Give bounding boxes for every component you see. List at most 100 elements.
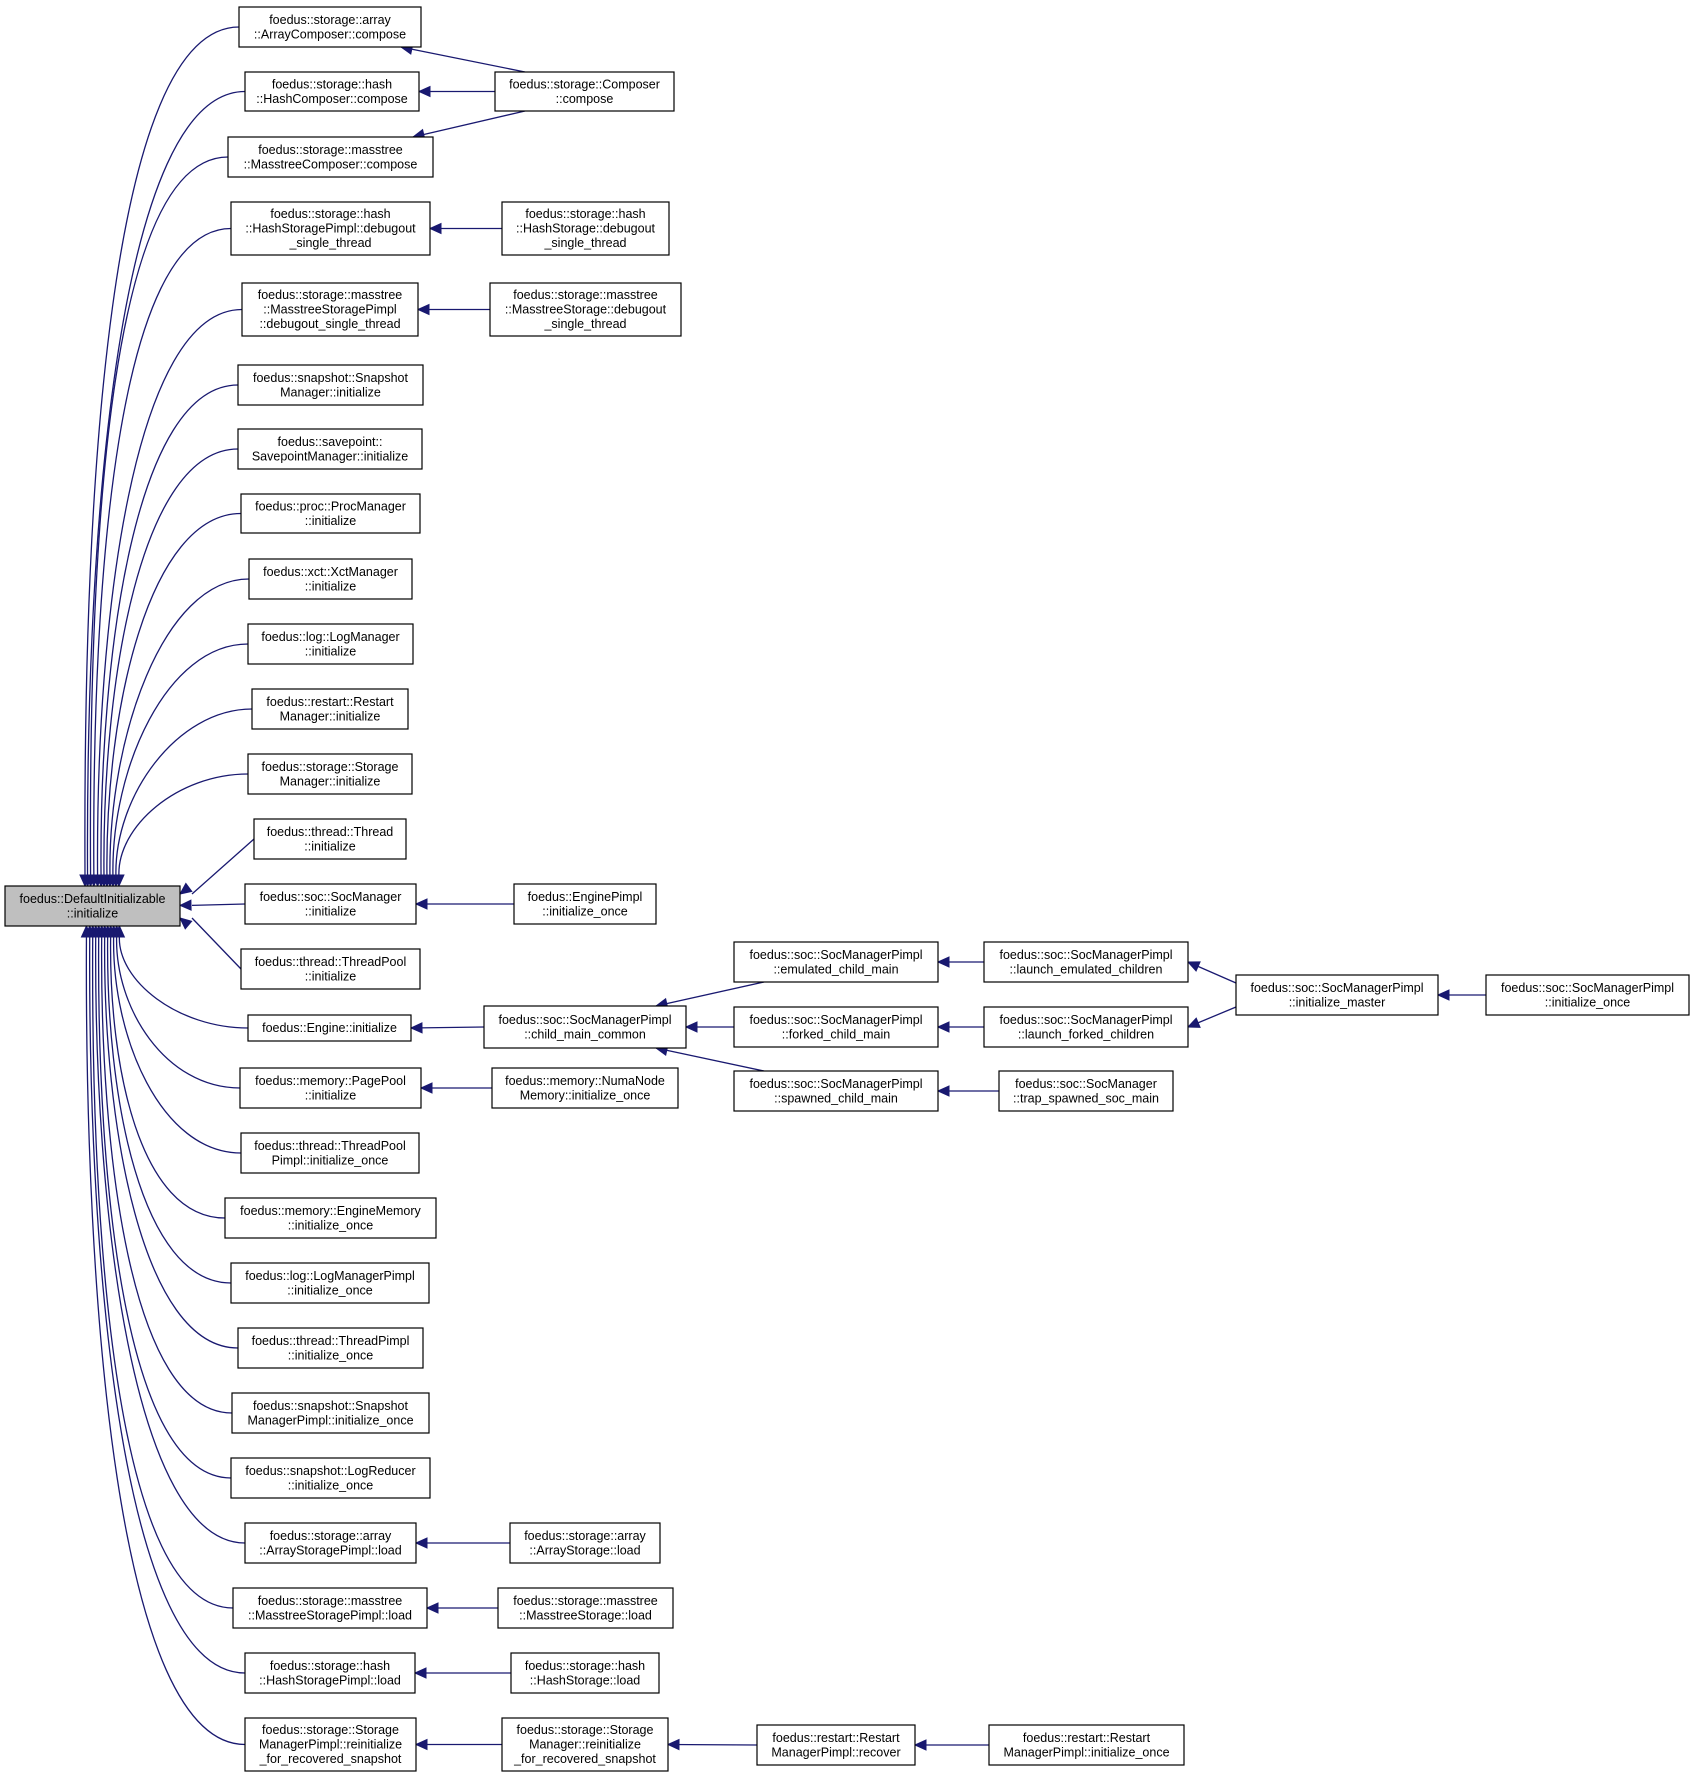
graph-node[interactable]: foedus::storage::StorageManagerPimpl::re… — [244, 1717, 417, 1772]
node-label-line: Manager::initialize — [280, 385, 381, 399]
graph-node[interactable]: foedus::soc::SocManager::initialize — [244, 883, 417, 925]
call-edge — [413, 1667, 511, 1679]
graph-node[interactable]: foedus::snapshot::SnapshotManagerPimpl::… — [231, 1392, 430, 1434]
graph-node[interactable]: foedus::storage::masstree::MasstreeStora… — [241, 282, 419, 337]
arrow-head — [417, 85, 431, 98]
graph-node[interactable]: foedus::soc::SocManagerPimpl::emulated_c… — [733, 941, 939, 983]
node-label-line: Pimpl::initialize_once — [272, 1153, 389, 1167]
graph-node[interactable]: foedus::storage::masstree::MasstreeStora… — [497, 1587, 674, 1629]
node-box — [501, 1717, 669, 1772]
graph-node[interactable]: foedus::Engine::initialize — [247, 1014, 412, 1042]
call-edge — [425, 1602, 498, 1614]
node-label-line: foedus::thread::ThreadPimpl — [252, 1334, 410, 1348]
graph-node[interactable]: foedus::storage::Composer::compose — [494, 71, 675, 112]
call-edge — [409, 1022, 485, 1034]
edge-line — [89, 935, 246, 1674]
graph-node[interactable]: foedus::soc::SocManagerPimpl::spawned_ch… — [733, 1070, 939, 1112]
node-box — [227, 136, 434, 178]
node-box — [733, 1006, 939, 1048]
graph-node[interactable]: foedus::storage::StorageManager::reiniti… — [501, 1717, 669, 1772]
graph-node[interactable]: foedus::soc::SocManagerPimpl::launch_for… — [983, 1006, 1189, 1048]
graph-node[interactable]: foedus::log::LogManager::initialize — [247, 623, 414, 665]
focus-node[interactable]: foedus::DefaultInitializable::initialize — [4, 885, 181, 927]
graph-node[interactable]: foedus::memory::PagePool::initialize — [239, 1067, 422, 1109]
node-label-line: foedus::storage::array — [269, 13, 391, 27]
node-label-line: foedus::memory::NumaNode — [505, 1074, 665, 1088]
graph-node[interactable]: foedus::storage::hash::HashStoragePimpl:… — [230, 201, 431, 256]
node-label-line: foedus::storage::masstree — [258, 143, 403, 157]
graph-node[interactable]: foedus::thread::ThreadPimpl::initialize_… — [237, 1327, 424, 1369]
edge-line — [106, 935, 232, 1284]
node-label-line: ::MasstreeStoragePimpl — [263, 303, 396, 317]
node-box — [983, 941, 1189, 983]
graph-node[interactable]: foedus::soc::SocManagerPimpl::initialize… — [1235, 974, 1439, 1016]
graph-node[interactable]: foedus::soc::SocManagerPimpl::child_main… — [483, 1005, 687, 1049]
arrow-head — [80, 924, 93, 938]
graph-node[interactable]: foedus::EnginePimpl::initialize_once — [513, 883, 657, 925]
graph-node[interactable]: foedus::storage::array::ArrayStoragePimp… — [244, 1522, 417, 1564]
graph-node[interactable]: foedus::storage::array::ArrayStorage::lo… — [509, 1522, 661, 1564]
node-box — [247, 623, 414, 665]
node-box — [733, 941, 939, 983]
node-label-line: ::initialize_once — [542, 904, 628, 918]
call-edge — [414, 1738, 502, 1751]
node-label-line: foedus::thread::Thread — [267, 825, 394, 839]
graph-node[interactable]: foedus::storage::masstree::MasstreeCompo… — [227, 136, 434, 178]
node-label-line: ::compose — [556, 92, 614, 106]
graph-node[interactable]: foedus::xct::XctManager::initialize — [248, 558, 413, 600]
node-label-line: ::initialize_once — [287, 1283, 373, 1297]
graph-node[interactable]: foedus::storage::hash::HashStoragePimpl:… — [244, 1652, 416, 1694]
graph-node[interactable]: foedus::soc::SocManager::trap_spawned_so… — [998, 1070, 1174, 1112]
node-label-line: ::initialize — [305, 644, 356, 658]
graph-node[interactable]: foedus::soc::SocManagerPimpl::launch_emu… — [983, 941, 1189, 983]
graph-node[interactable]: foedus::soc::SocManagerPimpl::forked_chi… — [733, 1006, 939, 1048]
node-box — [240, 493, 421, 534]
node-box — [230, 1262, 430, 1304]
edge-line — [106, 512, 242, 877]
graph-node[interactable]: foedus::memory::NumaNodeMemory::initiali… — [491, 1067, 679, 1109]
node-label-line: foedus::memory::PagePool — [255, 1074, 406, 1088]
edge-line — [93, 227, 232, 877]
call-edge — [83, 924, 246, 1674]
node-box — [489, 282, 682, 337]
arrow-head — [913, 1739, 927, 1751]
node-label-line: ::spawned_child_main — [774, 1091, 898, 1105]
graph-node[interactable]: foedus::storage::hash::HashStorage::debu… — [501, 201, 670, 256]
node-box — [224, 1197, 437, 1239]
graph-node[interactable]: foedus::memory::EngineMemory::initialize… — [224, 1197, 437, 1239]
graph-node[interactable]: foedus::restart::RestartManager::initial… — [251, 688, 409, 730]
graph-node[interactable]: foedus::thread::ThreadPool::initialize — [240, 948, 421, 990]
edge-line — [103, 448, 239, 877]
graph-node[interactable]: foedus::soc::SocManagerPimpl::initialize… — [1485, 974, 1690, 1016]
graph-node[interactable]: foedus::restart::RestartManagerPimpl::in… — [988, 1724, 1185, 1766]
graph-node[interactable]: foedus::snapshot::LogReducer::initialize… — [230, 1457, 431, 1499]
node-label-line: ::ArrayStorage::load — [529, 1543, 640, 1557]
call-edge — [98, 448, 239, 888]
node-label-line: foedus::storage::hash — [525, 1659, 645, 1673]
call-edge — [936, 1021, 984, 1033]
graph-node[interactable]: foedus::log::LogManagerPimpl::initialize… — [230, 1262, 430, 1304]
graph-node[interactable]: foedus::storage::hash::HashComposer::com… — [244, 71, 420, 112]
graph-node[interactable]: foedus::storage::masstree::MasstreeStora… — [489, 282, 682, 337]
node-box — [251, 688, 409, 730]
graph-node[interactable]: foedus::restart::RestartManagerPimpl::re… — [756, 1724, 916, 1766]
graph-node[interactable]: foedus::storage::StorageManager::initial… — [247, 753, 413, 795]
node-label-line: ::MasstreeStorage::debugout — [505, 303, 667, 317]
graph-node[interactable]: foedus::savepoint::SavepointManager::ini… — [237, 428, 423, 470]
graph-node[interactable]: foedus::snapshot::SnapshotManager::initi… — [237, 364, 424, 406]
graph-node[interactable]: foedus::thread::ThreadPoolPimpl::initial… — [240, 1132, 420, 1174]
graph-node[interactable]: foedus::storage::hash::HashStorage::load — [510, 1652, 660, 1694]
arrow-head — [179, 917, 193, 930]
node-label-line: ::initialize — [305, 514, 356, 528]
arrow-head — [425, 1602, 439, 1614]
graph-node[interactable]: foedus::storage::masstree::MasstreeStora… — [232, 1587, 428, 1629]
call-edge — [419, 1082, 492, 1094]
graph-node[interactable]: foedus::storage::array::ArrayComposer::c… — [238, 6, 422, 48]
node-label-line: ::trap_spawned_soc_main — [1013, 1091, 1159, 1105]
arrow-head — [936, 1085, 950, 1097]
graph-node[interactable]: foedus::thread::Thread::initialize — [253, 818, 407, 860]
call-edge — [104, 578, 250, 888]
node-label-line: foedus::savepoint:: — [278, 435, 383, 449]
graph-node[interactable]: foedus::proc::ProcManager::initialize — [240, 493, 421, 534]
node-label-line: _single_thread — [288, 236, 371, 250]
